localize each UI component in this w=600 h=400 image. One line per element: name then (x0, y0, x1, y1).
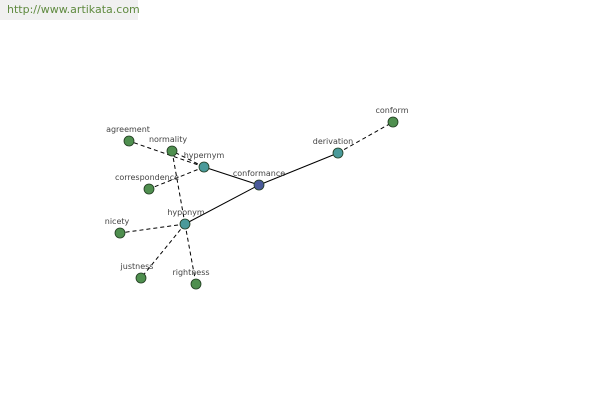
node-marker-correspondence[interactable] (143, 183, 155, 195)
edge-hyponym-nicety (119, 223, 186, 234)
node-marker-rightness[interactable] (190, 278, 202, 290)
node-label-agreement: agreement (106, 125, 150, 134)
node-label-conform: conform (375, 106, 408, 115)
edge-hyponym-normality (171, 150, 186, 225)
node-normality[interactable]: normality (149, 135, 187, 157)
node-correspondence[interactable]: correspondence (115, 173, 179, 195)
edge-conformance-hyponym (184, 184, 260, 225)
node-nicety[interactable]: nicety (105, 217, 130, 239)
edge-hyponym-justness (140, 223, 186, 279)
edge-derivation-conform (337, 121, 394, 154)
node-label-normality: normality (149, 135, 187, 144)
edge-conformance-hypernym (203, 166, 260, 186)
edge-conformance-derivation (258, 152, 339, 186)
node-label-hyponym: hyponym (167, 208, 205, 217)
node-marker-justness[interactable] (135, 272, 147, 284)
source-link[interactable]: http://www.artikata.com (0, 0, 140, 20)
edge-hypernym-agreement (128, 140, 205, 168)
node-label-nicety: nicety (105, 217, 130, 226)
edge-layer (119, 121, 394, 285)
node-hypernym[interactable]: hypernym (184, 151, 225, 173)
node-conform[interactable]: conform (375, 106, 409, 128)
node-label-rightness: rightness (172, 268, 209, 277)
node-marker-conform[interactable] (387, 116, 399, 128)
node-marker-normality[interactable] (166, 145, 178, 157)
node-rightness[interactable]: rightness (172, 268, 210, 290)
node-label-conformance: conformance (233, 169, 285, 178)
edge-hypernym-correspondence (148, 166, 205, 190)
edge-hypernym-normality (171, 150, 205, 168)
node-marker-nicety[interactable] (114, 227, 126, 239)
node-justness[interactable]: justness (120, 262, 154, 284)
node-marker-hypernym[interactable] (198, 161, 210, 173)
node-conformance[interactable]: conformance (233, 169, 285, 191)
node-hyponym[interactable]: hyponym (167, 208, 205, 230)
node-label-hypernym: hypernym (184, 151, 225, 160)
node-label-justness: justness (120, 262, 154, 271)
edge-hyponym-rightness (184, 223, 197, 285)
node-marker-hyponym[interactable] (179, 218, 191, 230)
node-agreement[interactable]: agreement (106, 125, 150, 147)
node-layer: conformance hypernym hyponym derivation conf… (105, 106, 409, 290)
node-label-correspondence: correspondence (115, 173, 179, 182)
node-marker-agreement[interactable] (123, 135, 135, 147)
node-derivation[interactable]: derivation (313, 137, 353, 159)
node-marker-derivation[interactable] (332, 147, 344, 159)
node-marker-conformance[interactable] (253, 179, 265, 191)
node-label-derivation: derivation (313, 137, 353, 146)
